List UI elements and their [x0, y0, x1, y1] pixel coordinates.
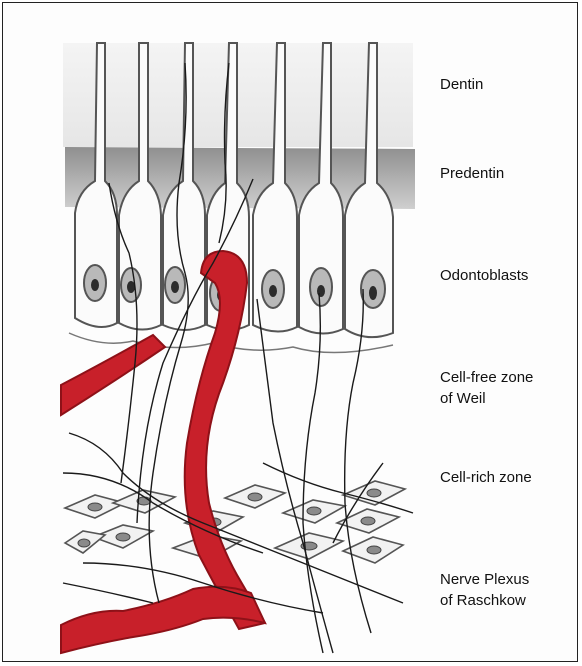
pulp-illustration: [3, 3, 578, 662]
fibroblast-cells: [65, 481, 405, 563]
label-dentin: Dentin: [440, 74, 483, 95]
vessel-left: [61, 335, 165, 415]
label-predentin: Predentin: [440, 163, 504, 184]
label-odontoblasts: Odontoblasts: [440, 265, 528, 286]
label-cell-rich-zone: Cell-rich zone: [440, 467, 532, 488]
label-nerve-plexus: Nerve Plexus of Raschkow: [440, 569, 529, 611]
label-cell-free-zone: Cell-free zone of Weil: [440, 367, 533, 409]
